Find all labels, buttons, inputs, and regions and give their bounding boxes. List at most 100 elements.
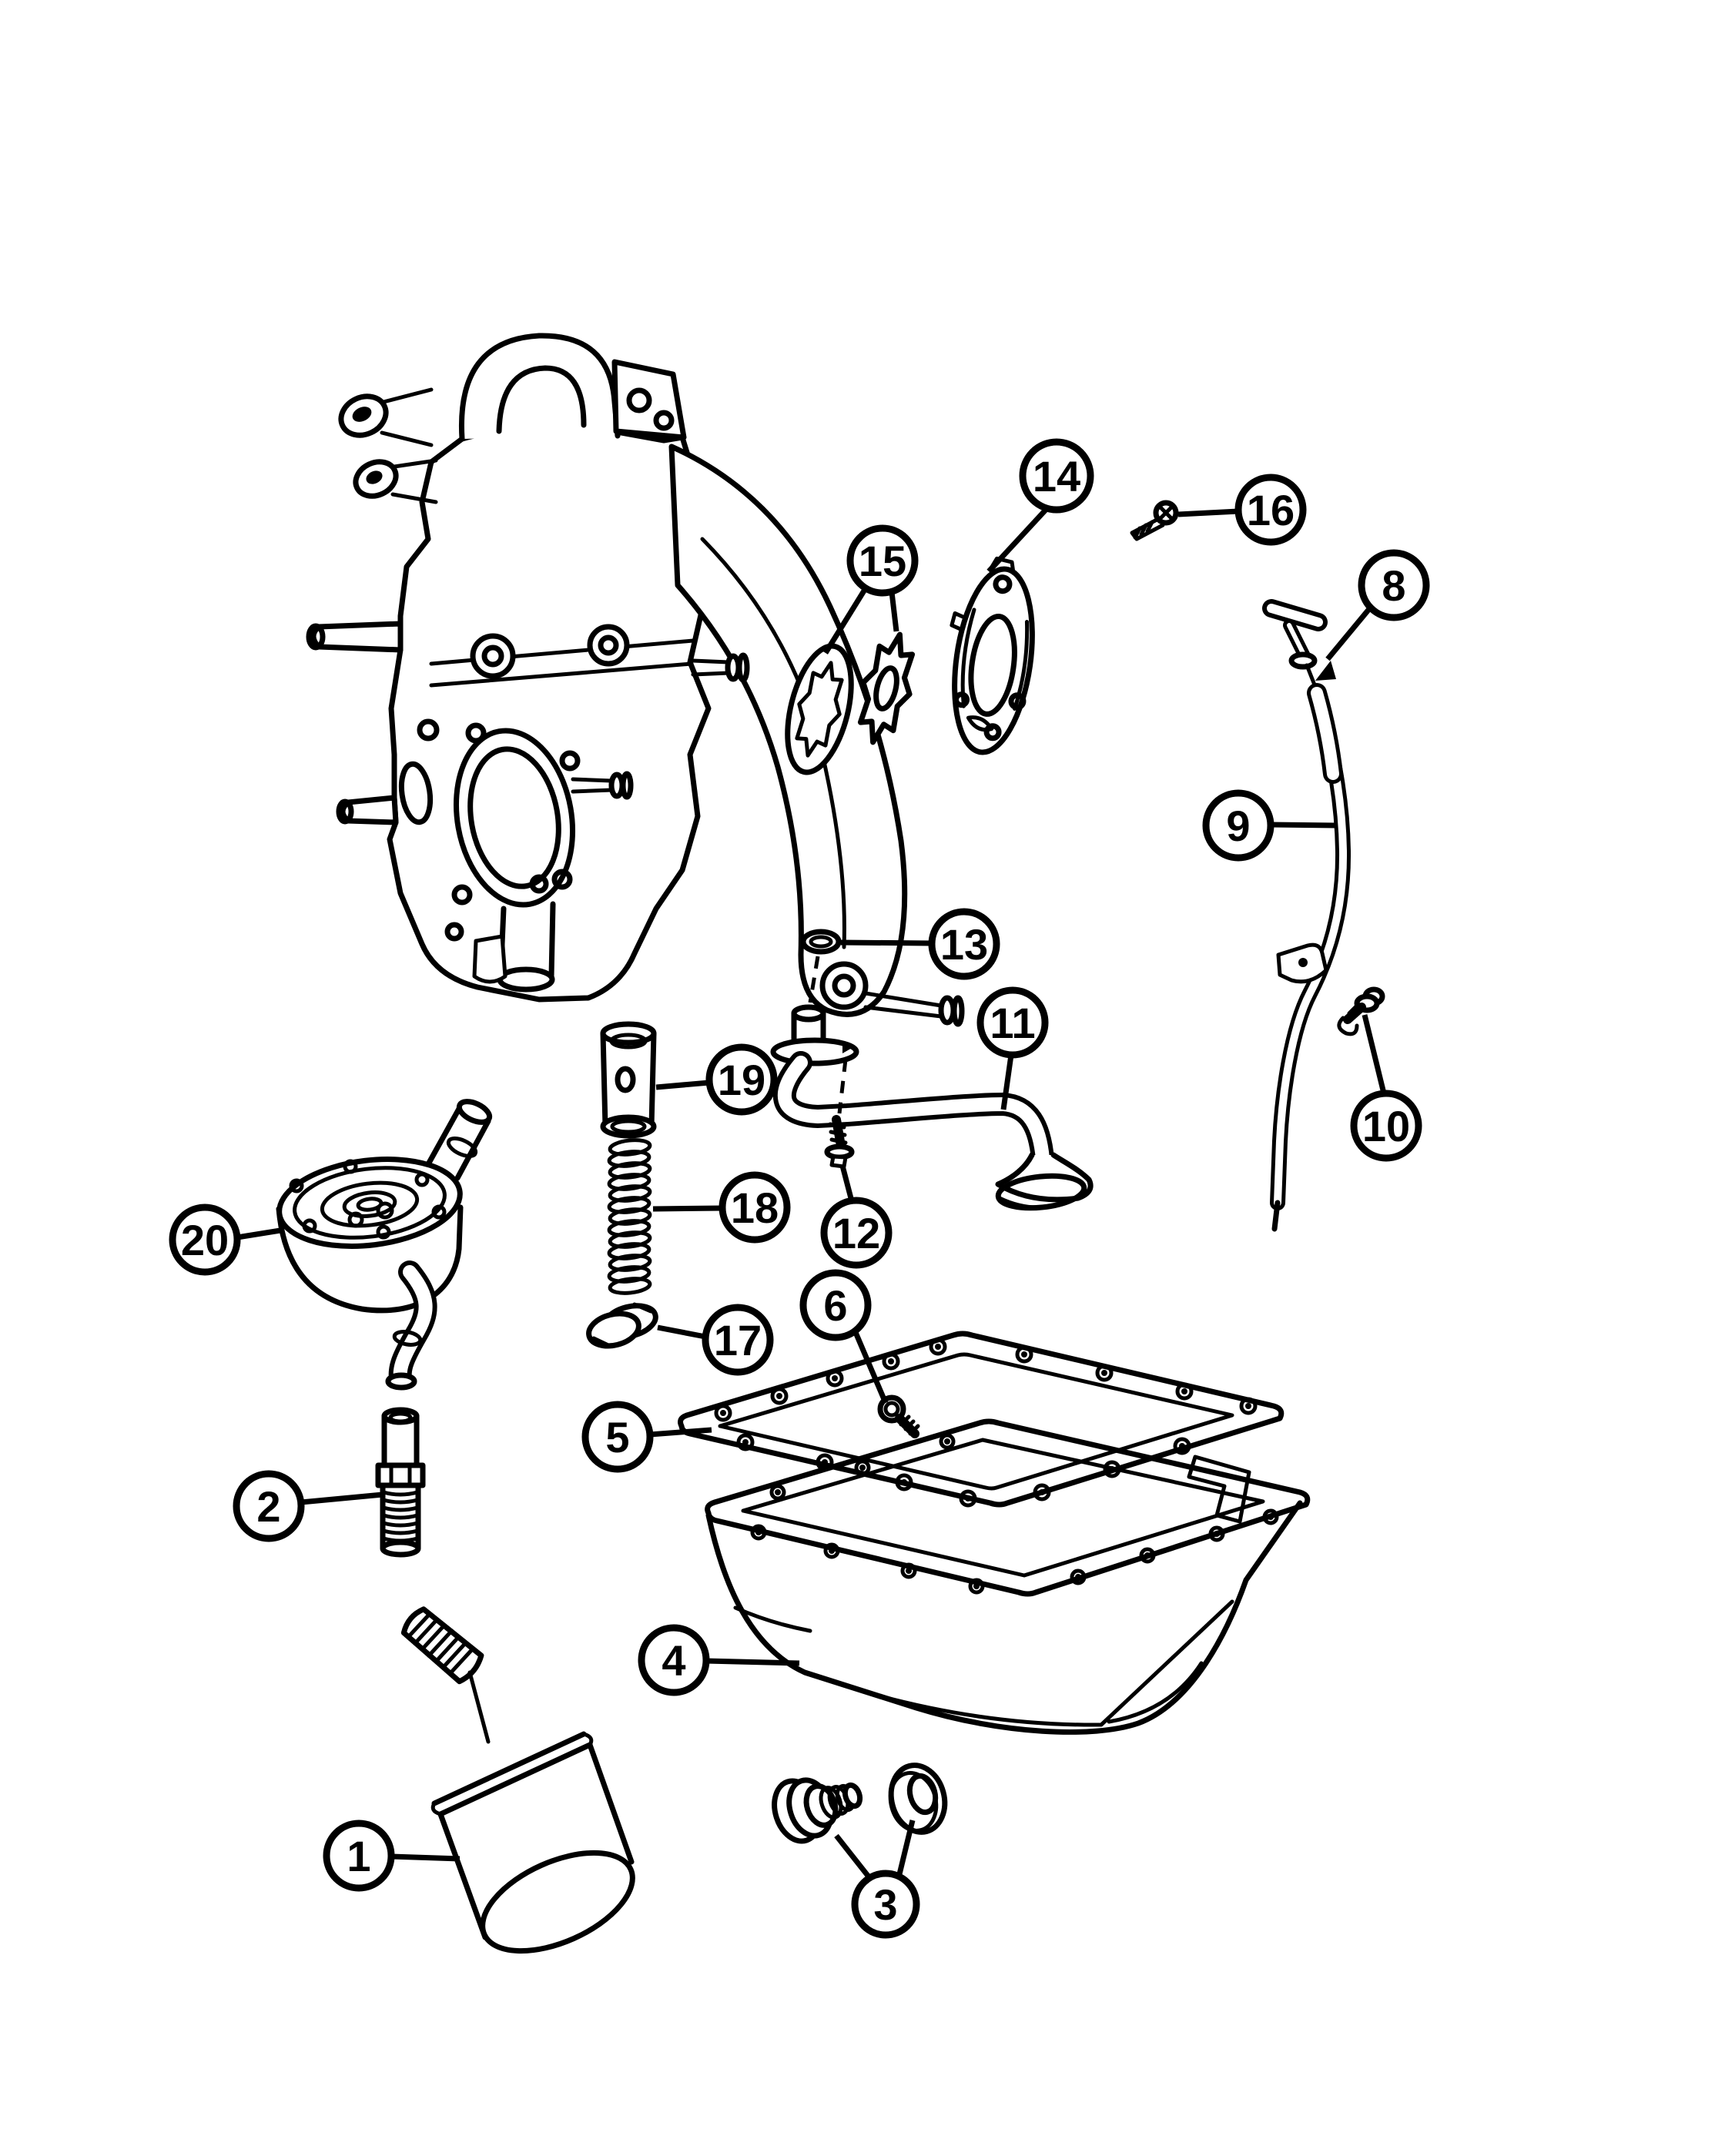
middle-beam — [429, 624, 695, 688]
callout-14[interactable]: 14 — [986, 438, 1094, 574]
oil-pump-cover-plate — [950, 556, 1035, 755]
stud-assembly-line — [467, 1670, 491, 1744]
oil-pump-rotors — [785, 631, 916, 775]
leader-line — [649, 1427, 712, 1438]
cover-plate-screw — [1130, 500, 1179, 541]
callout-number: 1 — [347, 1832, 370, 1880]
oil-filter-connector — [375, 1407, 426, 1558]
callout-number: 17 — [714, 1316, 762, 1364]
callout-number: 5 — [605, 1413, 629, 1461]
leader-arrowhead — [1315, 661, 1336, 681]
leader-line — [823, 587, 868, 654]
drain-plug-washer — [888, 1763, 948, 1835]
leader-line — [390, 1853, 461, 1862]
relief-valve-spring — [607, 1138, 652, 1295]
callout-number: 9 — [1226, 802, 1250, 850]
callout-circle[interactable] — [851, 1870, 920, 1939]
leader-line — [655, 1080, 710, 1090]
callout-13[interactable]: 13 — [840, 908, 1000, 980]
callout-4[interactable]: 4 — [638, 1624, 800, 1696]
callout-19[interactable]: 19 — [655, 1043, 778, 1116]
filter-mounting-stud — [400, 1606, 484, 1685]
relief-valve-plunger — [600, 1021, 657, 1139]
tube-bracket-bolt — [1337, 986, 1385, 1036]
callout-circle[interactable] — [1350, 1090, 1422, 1162]
oil-pickup-tube — [770, 1004, 1094, 1211]
callout-circle[interactable] — [1358, 549, 1430, 621]
callout-3[interactable]: 3 — [834, 1820, 920, 1939]
callout-11[interactable]: 11 — [976, 986, 1049, 1110]
callout-10[interactable]: 10 — [1350, 1014, 1422, 1162]
callout-6[interactable]: 6 — [799, 1269, 889, 1404]
callout-circle[interactable] — [1202, 789, 1274, 862]
callout-17[interactable]: 17 — [657, 1304, 774, 1376]
dipstick-tube — [1270, 683, 1352, 1232]
callout-circle[interactable] — [638, 1624, 710, 1696]
callout-number: 10 — [1362, 1102, 1410, 1150]
callout-20[interactable]: 20 — [169, 1204, 281, 1276]
callout-circle[interactable] — [799, 1269, 872, 1341]
callout-number: 16 — [1247, 486, 1295, 534]
callout-circle[interactable] — [846, 524, 919, 597]
callout-number: 6 — [823, 1281, 847, 1330]
oil-pan — [705, 1418, 1311, 1735]
leader-line — [986, 507, 1048, 574]
callout-circle[interactable] — [323, 1820, 395, 1892]
callout-circle[interactable] — [976, 986, 1049, 1059]
callout-16[interactable]: 16 — [1177, 474, 1307, 546]
pan-bolt — [877, 1394, 920, 1438]
leader-line — [852, 1329, 889, 1404]
top-bracket — [458, 333, 687, 442]
callout-number: 3 — [873, 1880, 897, 1929]
callout-5[interactable]: 5 — [581, 1401, 712, 1473]
thread-lines — [381, 1490, 420, 1543]
oil-cooler — [276, 1099, 493, 1391]
callout-circle[interactable] — [233, 1470, 305, 1542]
callout-number: 20 — [181, 1216, 229, 1264]
leader-line — [1325, 608, 1371, 661]
leader-line — [1000, 1054, 1014, 1110]
leader-line — [1362, 1014, 1387, 1094]
callout-number: 18 — [731, 1183, 779, 1232]
callout-circle[interactable] — [705, 1043, 778, 1116]
callout-number: 13 — [940, 920, 988, 969]
callout-2[interactable]: 2 — [233, 1470, 384, 1542]
pan-bolt-holes — [750, 1433, 1279, 1595]
leader-line — [300, 1491, 384, 1505]
leader-line — [834, 1833, 870, 1878]
left-pins — [306, 621, 404, 825]
left-bosses — [338, 387, 438, 504]
shaft-studs — [571, 652, 750, 800]
dipstick — [1262, 599, 1328, 693]
drain-plug — [772, 1777, 863, 1844]
callout-circle[interactable] — [928, 908, 1000, 980]
leader-line — [652, 1205, 723, 1212]
callout-circle[interactable] — [702, 1304, 774, 1376]
leader-line — [657, 1324, 706, 1340]
outer-rotor — [785, 643, 854, 775]
oil-pan-gasket — [678, 1331, 1285, 1508]
callout-circle[interactable] — [820, 1197, 893, 1269]
leader-line — [236, 1227, 281, 1240]
oil-filter — [430, 1731, 635, 1954]
callout-8[interactable]: 8 — [1315, 549, 1430, 681]
flange-bolt-holes — [289, 1159, 447, 1240]
callout-circle[interactable] — [581, 1401, 654, 1473]
callout-circle[interactable] — [1019, 438, 1094, 514]
callout-18[interactable]: 18 — [652, 1171, 791, 1244]
cup-plug — [586, 1302, 658, 1349]
callout-circle[interactable] — [169, 1204, 241, 1276]
lower-hose-nipple — [385, 1260, 437, 1391]
leader-line — [705, 1658, 800, 1666]
leader-line — [839, 1165, 855, 1202]
callout-circle[interactable] — [1234, 474, 1307, 546]
upper-hose-nipple — [425, 1099, 493, 1181]
callout-15[interactable]: 15 — [823, 524, 919, 654]
callout-number: 14 — [1033, 452, 1080, 500]
callout-circle[interactable] — [718, 1171, 791, 1244]
callout-1[interactable]: 1 — [323, 1820, 461, 1892]
callout-9[interactable]: 9 — [1202, 789, 1338, 862]
callout-12[interactable]: 12 — [820, 1165, 893, 1269]
